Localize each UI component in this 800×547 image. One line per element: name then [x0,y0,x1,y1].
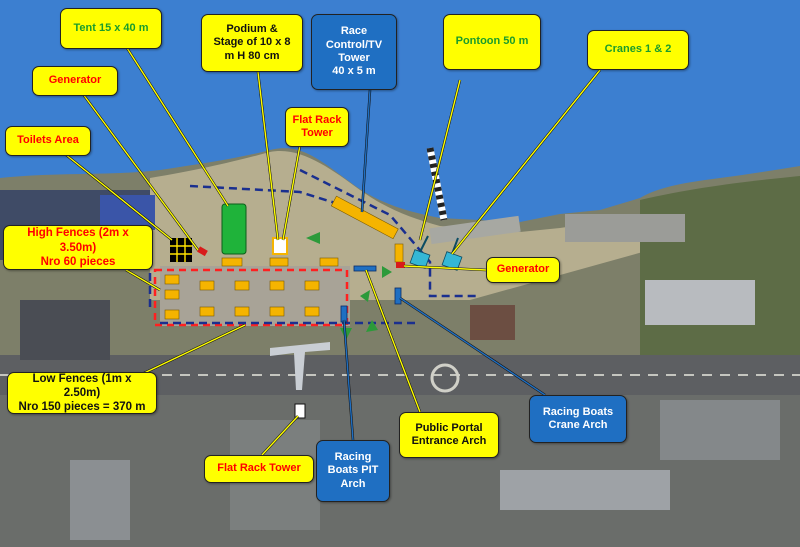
building-lower-4 [660,400,780,460]
generator-right-marker [396,262,405,268]
building-left-blue [100,195,155,230]
toilets-block [170,238,192,262]
generator-top-marker [197,246,208,257]
building-left-2 [20,300,110,360]
low-fence-line-3 [299,168,480,298]
flat-rack-tower-top-marker [272,237,288,255]
aircraft [270,342,330,390]
building-right-roof [470,305,515,340]
building-right [645,280,755,325]
race-control-side [394,243,404,263]
pit-arch-marker [340,305,348,323]
low-fence-line-2 [189,184,346,208]
callout-tent: Tent 15 x 40 m [60,8,162,49]
callout-generator-right: Generator [486,257,560,283]
plaza-structures [164,257,339,320]
trees-right [640,176,800,360]
plaza [160,266,350,326]
callout-race-control-tower: Race Control/TV Tower 40 x 5 m [311,14,397,90]
callout-cranes: Cranes 1 & 2 [587,30,689,70]
callout-toilets-area: Toilets Area [5,126,91,156]
race-control-tower-marker [330,195,399,240]
callout-pontoon: Pontoon 50 m [443,14,541,70]
pontoon-structure [426,147,448,221]
green-arrows [306,232,392,340]
crane-arch-marker [394,287,402,305]
building-lower-1 [500,470,670,510]
callout-pointers [59,36,601,456]
callout-crane-arch: Racing Boats Crane Arch [529,395,627,443]
flat-rack-tower-bottom-marker [294,403,306,419]
pier [565,214,685,242]
callout-high-fences: High Fences (2m x 3.50m) Nro 60 pieces [3,225,153,270]
callout-generator-top: Generator [32,66,118,96]
tent [221,203,247,255]
roundabout [430,363,460,393]
callout-flat-rack-tower-top: Flat Rack Tower [285,107,349,147]
public-portal-marker [353,265,377,272]
callout-public-portal: Public Portal Entrance Arch [399,412,499,458]
high-fence-perimeter [153,268,349,327]
callout-low-fences: Low Fences (1m x 2.50m) Nro 150 pieces =… [7,372,157,414]
callout-pit-arch: Racing Boats PIT Arch [316,440,390,502]
jetty [429,215,521,245]
callout-podium-stage: Podium & Stage of 10 x 8 m H 80 cm [201,14,303,72]
cranes-markers [409,235,463,271]
building-lower-2 [70,460,130,540]
callout-flat-rack-tower-bottom: Flat Rack Tower [204,455,314,483]
